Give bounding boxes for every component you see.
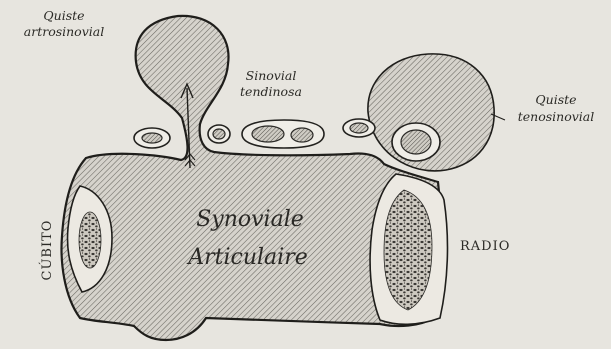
radio-label: RADIO — [460, 239, 510, 254]
tendon-3b — [291, 128, 313, 142]
tendon-4 — [350, 123, 368, 133]
sinovial-tendinosa-label-line1: Sinovial — [246, 68, 297, 83]
quiste-artrosinovial-label-line1: Quiste — [43, 8, 84, 23]
tenosinovial-tendon — [401, 130, 431, 154]
tendon-3a — [252, 126, 284, 142]
synoviale-label: Synoviale — [196, 207, 304, 232]
articulaire-label: Articulaire — [186, 245, 308, 270]
cubito-label: CÚBITO — [38, 220, 55, 281]
sinovial-tendinosa-label-line2: tendinosa — [240, 84, 302, 99]
quiste-tenosinovial-label-line2: tenosinovial — [518, 109, 595, 124]
quiste-tenosinovial-label-line1: Quiste — [535, 92, 576, 107]
cubito-cancellous-bone — [79, 212, 101, 268]
tendon-2 — [213, 129, 225, 139]
quiste-artrosinovial-label-line2: artrosinovial — [24, 24, 104, 39]
tendon-1 — [142, 133, 162, 143]
